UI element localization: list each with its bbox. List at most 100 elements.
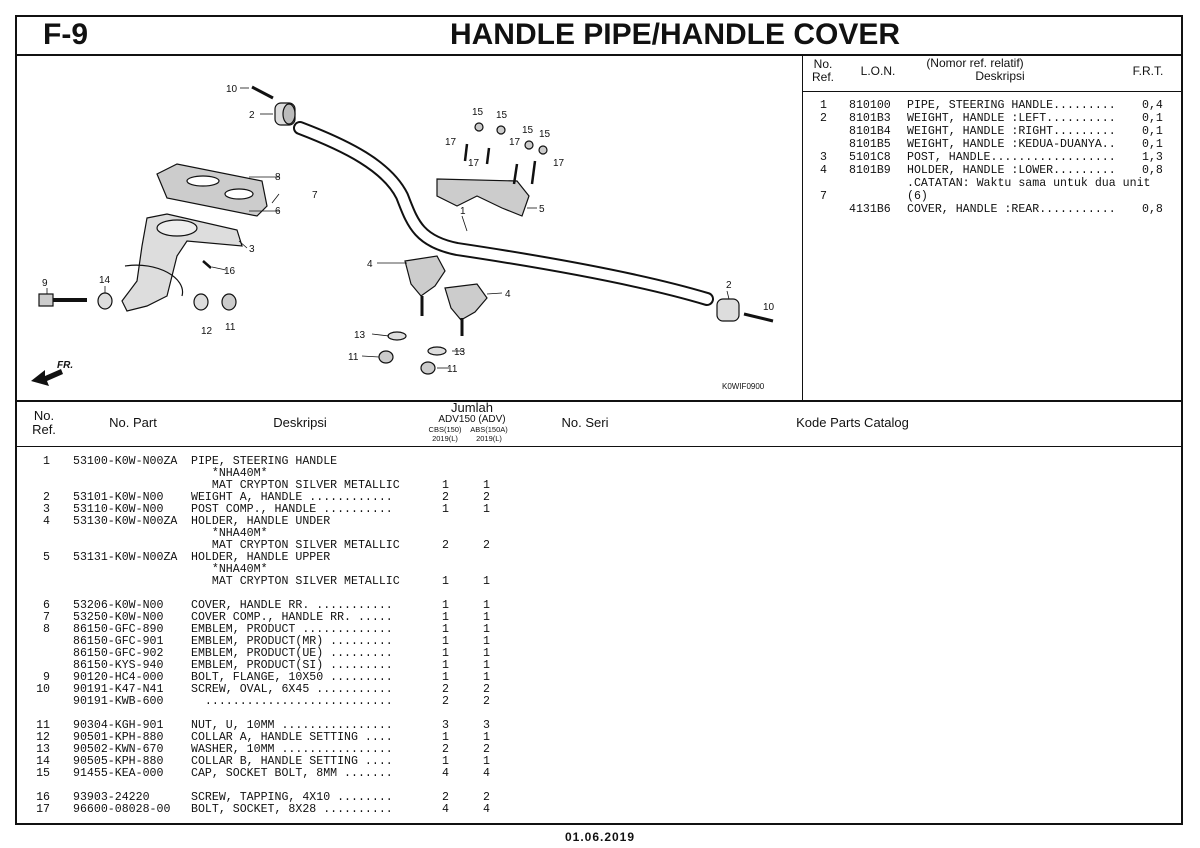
lon-frt: 0,1 — [1142, 112, 1163, 125]
table-row: *NHA40M* — [30, 468, 590, 480]
diagram-divider — [15, 400, 1183, 402]
qty-cbs: 2 — [442, 743, 449, 756]
part-desc: COVER, HANDLE RR. ........... — [191, 599, 393, 612]
front-arrow-icon — [31, 369, 63, 386]
figure-code: K0WIF0900 — [722, 382, 765, 391]
lon-desc: POST, HANDLE.................. — [907, 151, 1116, 164]
callout: 4 — [505, 289, 511, 300]
callout: 12 — [201, 326, 213, 337]
qty-abs: 1 — [483, 611, 490, 624]
lon-code: 8101B5 — [849, 138, 891, 151]
lon-frt: 0,1 — [1142, 138, 1163, 151]
part-number: 86150-GFC-902 — [73, 647, 164, 660]
parts-header-model: ADV150 (ADV) — [438, 414, 506, 425]
callout: 1 — [460, 206, 466, 217]
parts-table: 1 53100-K0W-N00ZA PIPE, STEERING HANDLE *N… — [30, 456, 590, 816]
lon-code: 810100 — [849, 99, 891, 112]
lon-header-no-ref: No. Ref. — [811, 57, 834, 84]
qty-cbs: 2 — [442, 491, 449, 504]
part-number: 53100-K0W-N00ZA — [73, 455, 178, 468]
part-ref: 3 — [43, 503, 50, 516]
qty-abs: 1 — [483, 731, 490, 744]
part-desc: MAT CRYPTON SILVER METALLIC — [191, 479, 400, 492]
lon-ref: 3 — [820, 151, 827, 164]
qty-cbs: 4 — [442, 803, 449, 816]
callout: 14 — [99, 275, 111, 286]
callout: 15 — [496, 110, 508, 121]
qty-cbs: 1 — [442, 635, 449, 648]
footer-date: 01.06.2019 — [564, 830, 636, 844]
parts-header-no-part: No. Part — [109, 415, 157, 430]
callout: 9 — [42, 278, 48, 289]
qty-cbs: 1 — [442, 575, 449, 588]
qty-cbs: 4 — [442, 767, 449, 780]
callout: 8 — [275, 172, 281, 183]
parts-header-no-seri: No. Seri — [561, 415, 609, 430]
lon-frt: 0,8 — [1142, 203, 1163, 216]
qty-cbs: 3 — [442, 719, 449, 732]
qty-abs: 1 — [483, 647, 490, 660]
part-desc: BOLT, FLANGE, 10X50 ......... — [191, 671, 393, 684]
part-ref: 11 — [36, 719, 50, 732]
part-desc: MAT CRYPTON SILVER METALLIC — [191, 575, 400, 588]
part-number: 90304-KGH-901 — [73, 719, 164, 732]
part-desc: EMBLEM, PRODUCT(MR) ......... — [191, 635, 393, 648]
part-number: 53206-K0W-N00 — [73, 599, 164, 612]
lon-header-divider — [803, 91, 1183, 92]
qty-cbs: 1 — [442, 647, 449, 660]
part-desc: MAT CRYPTON SILVER METALLIC — [191, 539, 400, 552]
callout: 4 — [367, 259, 373, 270]
lon-desc: PIPE, STEERING HANDLE......... — [907, 99, 1116, 112]
part-ref: 13 — [36, 743, 50, 756]
part-desc: BOLT, SOCKET, 8X28 .......... — [191, 803, 393, 816]
callout: 13 — [454, 347, 466, 358]
part-desc: ........................... — [191, 695, 393, 708]
qty-abs: 1 — [483, 635, 490, 648]
part-number: 53131-K0W-N00ZA — [73, 551, 178, 564]
qty-abs: 2 — [483, 683, 490, 696]
part-ref: 7 — [43, 611, 50, 624]
parts-header-col2: ABS(150A) 2019(L) — [470, 425, 508, 443]
part-ref: 2 — [43, 491, 50, 504]
callout: 15 — [472, 107, 484, 118]
qty-cbs: 1 — [442, 479, 449, 492]
part-ref: 17 — [36, 803, 50, 816]
part-desc: COLLAR A, HANDLE SETTING .... — [191, 731, 393, 744]
part-number: 53110-K0W-N00 — [73, 503, 164, 516]
qty-abs: 2 — [483, 539, 490, 552]
lon-desc: HOLDER, HANDLE :LOWER......... — [907, 164, 1116, 177]
lon-desc: COVER, HANDLE :REAR........... — [907, 203, 1116, 216]
callout: 11 — [447, 364, 458, 375]
exploded-diagram: FR. 10 2 15 15 17 17 15 15 17 17 8 7 6 1… — [31, 84, 775, 386]
lon-code: 4131B6 — [849, 203, 891, 216]
part-number: 53250-K0W-N00 — [73, 611, 164, 624]
header-divider — [15, 54, 1183, 56]
qty-abs: 1 — [483, 755, 490, 768]
parts-header-divider — [15, 446, 1183, 447]
lon-code: 5101C8 — [849, 151, 891, 164]
callout: 17 — [445, 137, 457, 148]
part-desc: PIPE, STEERING HANDLE — [191, 455, 338, 468]
part-desc: HOLDER, HANDLE UPPER — [191, 551, 331, 564]
part-ref: 4 — [43, 515, 50, 528]
parts-header-col1: CBS(150) 2019(L) — [428, 425, 462, 443]
part-desc: POST COMP., HANDLE .......... — [191, 503, 393, 516]
lon-frt: 0,1 — [1142, 125, 1163, 138]
lon-header-lon: L.O.N. — [860, 64, 896, 78]
qty-abs: 2 — [483, 695, 490, 708]
table-row: 90191-KWB-600 ..........................… — [30, 696, 590, 708]
callout: 5 — [539, 204, 545, 215]
part-number: 53101-K0W-N00 — [73, 491, 164, 504]
part-number: 93903-24220 — [73, 791, 150, 804]
part-ref: 12 — [36, 731, 50, 744]
lon-code: 8101B4 — [849, 125, 891, 138]
